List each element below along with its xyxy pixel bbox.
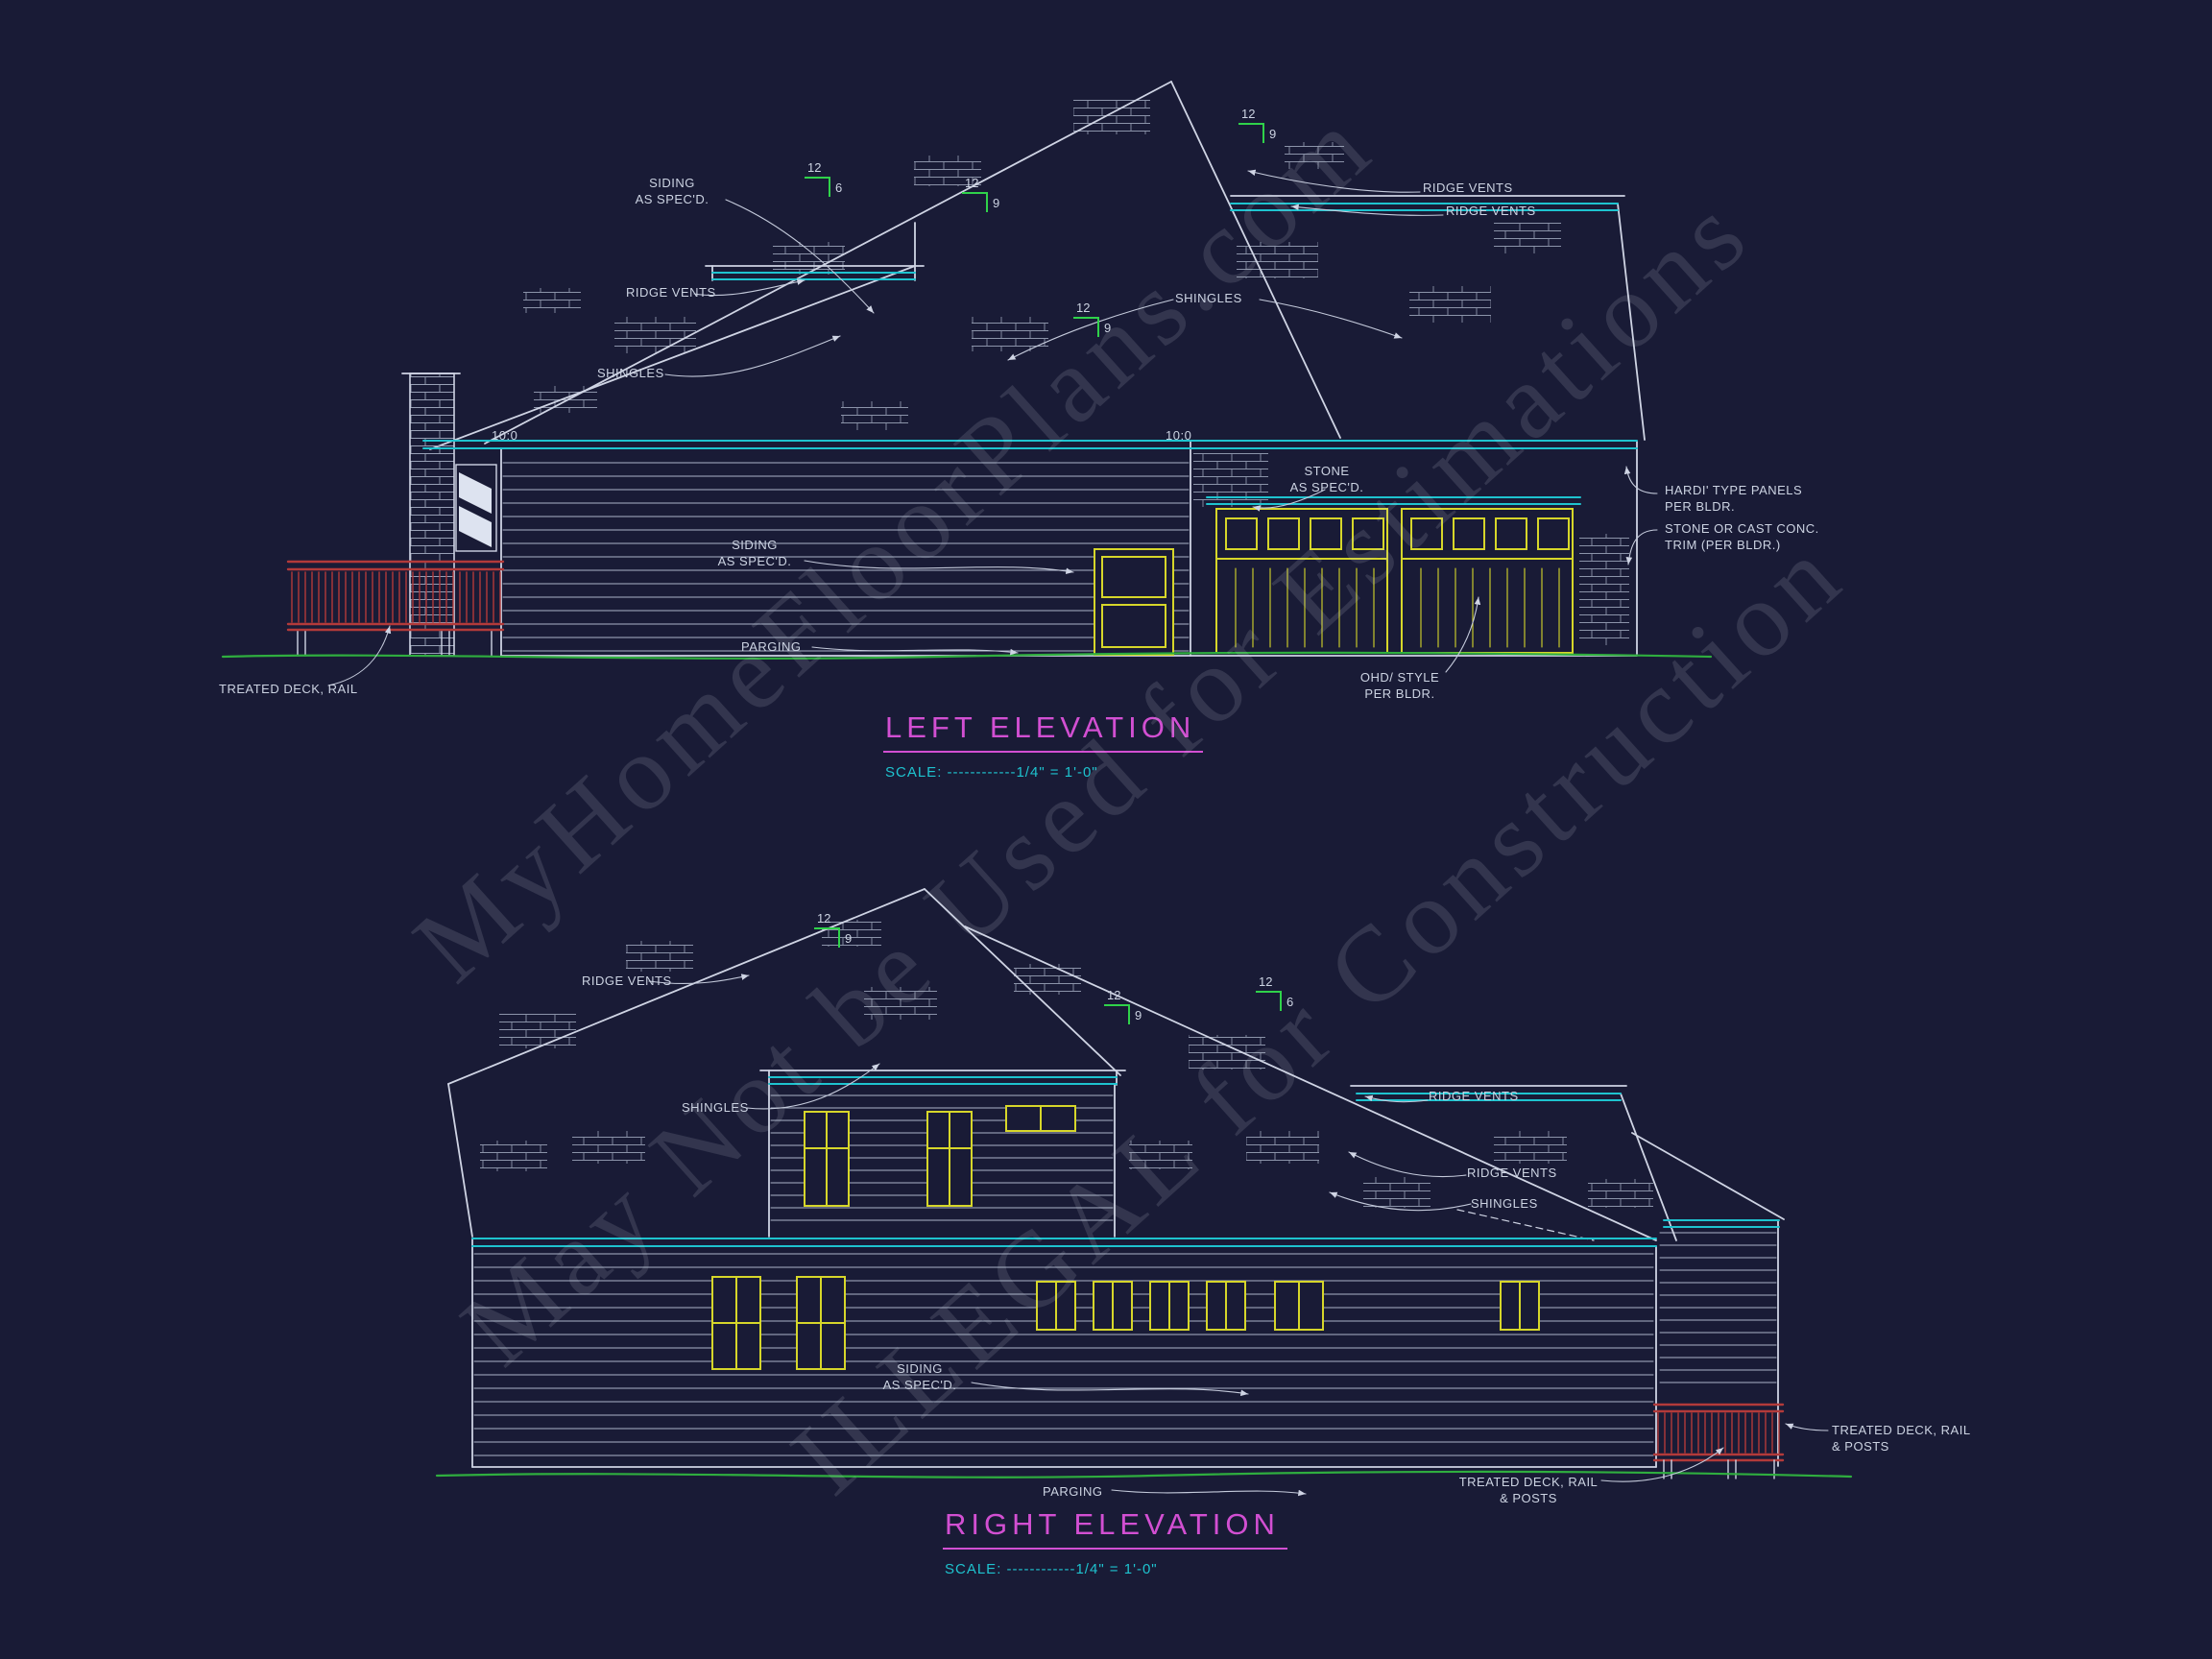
- left-roof-shingle-patches: [523, 100, 1629, 645]
- left-entry-door: [1094, 548, 1174, 656]
- garage-door-1-planks: [1235, 567, 1375, 648]
- garage-door-2-planks: [1420, 567, 1560, 648]
- left-leader-lines: [327, 169, 1658, 686]
- left-deck-balusters: [291, 571, 501, 623]
- left-cyan-trim: [422, 203, 1638, 505]
- left-elevation-drawing: [221, 81, 1713, 686]
- right-leader-lines: [648, 974, 1829, 1497]
- right-elevation-scale: SCALE: ------------1/4" = 1'-0": [945, 1561, 1158, 1577]
- left-deck-rails: [286, 560, 505, 632]
- right-deck-posts: [1663, 1459, 1775, 1479]
- left-window-shutters: [459, 472, 492, 547]
- right-elevation-drawing: [435, 888, 1853, 1497]
- left-elevation-title: LEFT ELEVATION: [883, 710, 1204, 753]
- right-windows: [711, 1105, 1540, 1370]
- right-outlines: [447, 888, 1785, 1468]
- right-wing-siding-lines: [1659, 1232, 1777, 1383]
- right-elevation-title: RIGHT ELEVATION: [943, 1507, 1287, 1550]
- left-elevation-scale: SCALE: ------------1/4" = 1'-0": [885, 764, 1098, 781]
- left-ground-line: [221, 651, 1713, 660]
- right-cyan-trim: [471, 1076, 1780, 1247]
- right-roof-shingle-patches: [480, 920, 1653, 1208]
- right-deck-balusters: [1657, 1412, 1780, 1454]
- right-deck-rails: [1652, 1403, 1785, 1462]
- left-siding-lines: [502, 462, 1190, 652]
- right-ground-line: [435, 1470, 1853, 1479]
